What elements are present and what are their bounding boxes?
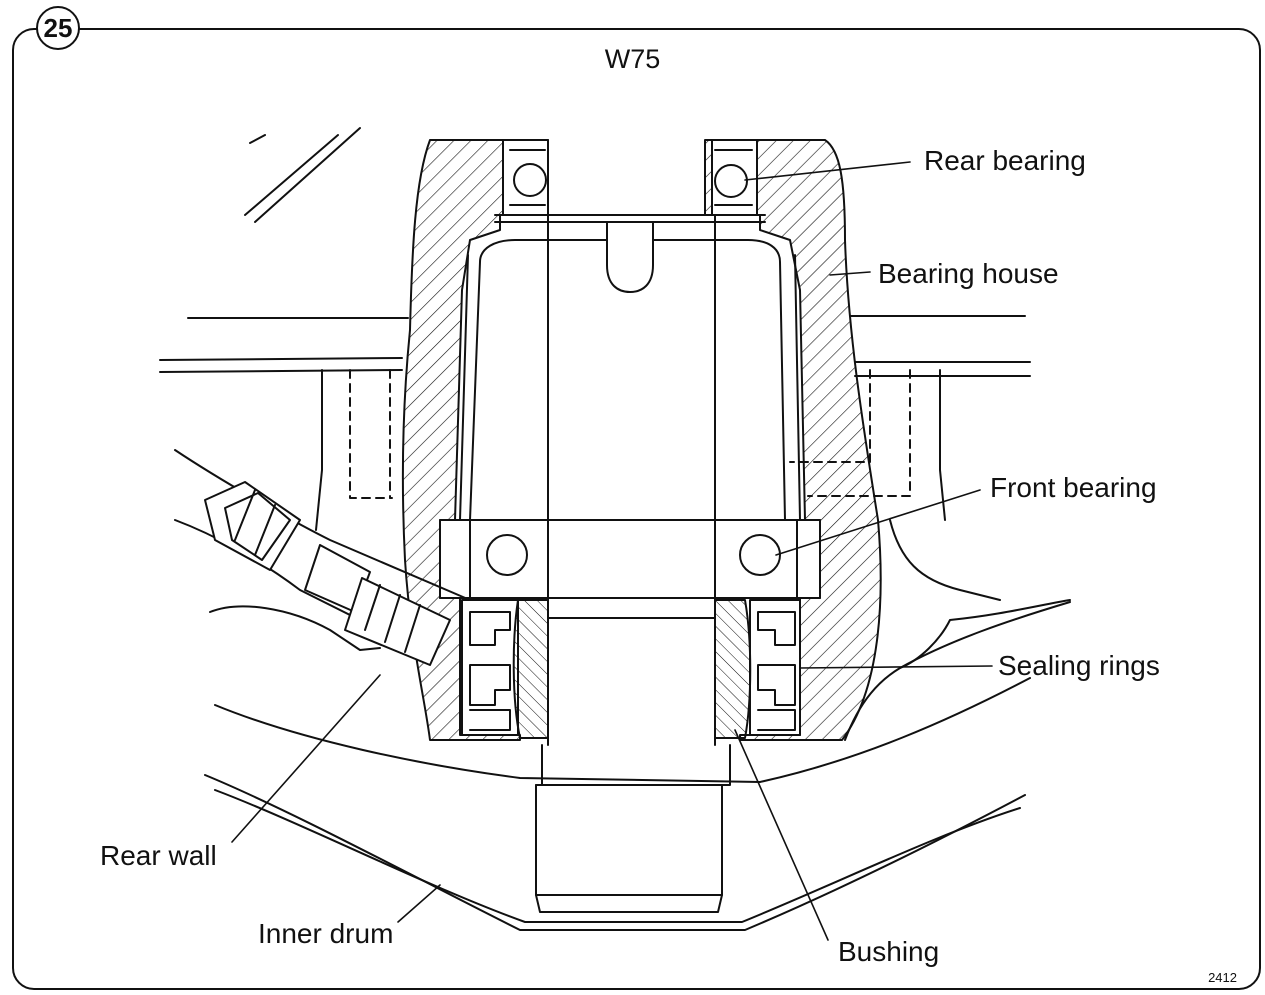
frame-lines [159, 315, 1031, 377]
rear-wall [209, 519, 1071, 783]
figure-number-badge: 25 [36, 6, 80, 50]
label-rear-bearing: Rear bearing [924, 145, 1086, 176]
hose-assembly [174, 449, 471, 666]
label-inner-drum: Inner drum [258, 918, 394, 949]
label-sealing-rings: Sealing rings [998, 650, 1160, 681]
sealing-rings-right [749, 599, 801, 736]
figure-number: 25 [43, 12, 73, 43]
figure-title: W75 [604, 44, 661, 74]
drawing-number: 2412 [1208, 970, 1237, 985]
left-flange [315, 369, 393, 531]
rear-bearing-right [711, 139, 758, 216]
label-front-bearing: Front bearing [990, 472, 1157, 503]
shaft-lines [244, 127, 361, 223]
label-bearing-house: Bearing house [878, 258, 1059, 289]
sealing-rings-left [461, 599, 519, 736]
bearing-house-outer [401, 139, 546, 741]
hub [535, 744, 731, 913]
rear-bearing-left [502, 139, 549, 216]
label-bushing: Bushing [838, 936, 940, 967]
leader-lines [231, 161, 993, 941]
figure-frame [12, 28, 1261, 990]
inner-drum [204, 774, 1026, 931]
front-bearing [439, 519, 821, 599]
bushing [512, 599, 752, 739]
label-rear-wall: Rear wall [100, 840, 217, 871]
